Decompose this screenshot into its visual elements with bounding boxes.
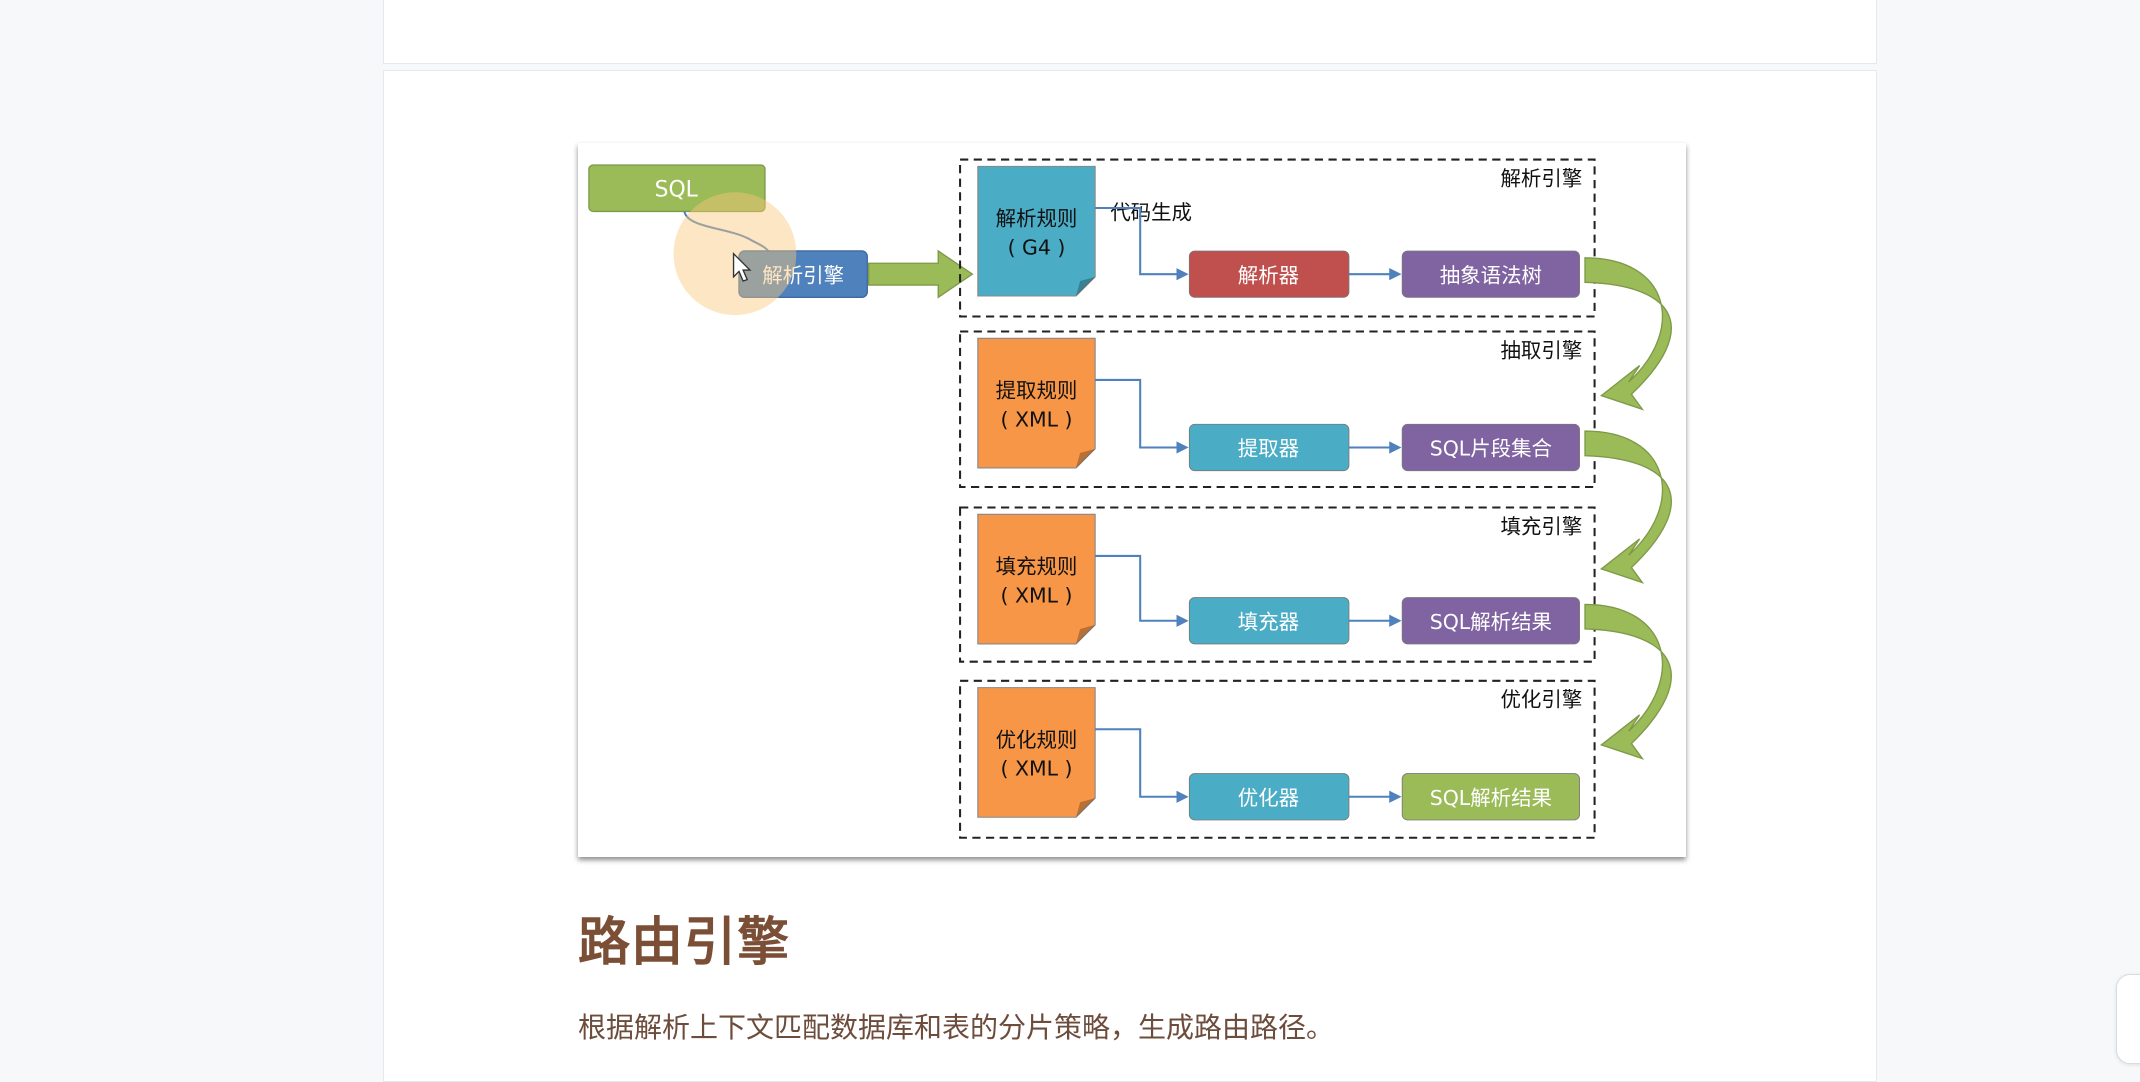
code-gen-label: 代码生成 bbox=[1110, 201, 1192, 225]
connector-arrow bbox=[1095, 378, 1189, 454]
rule-document-icon bbox=[977, 165, 1096, 297]
processor-label: 优化器 bbox=[1238, 786, 1299, 810]
sql-node: SQL bbox=[588, 164, 766, 213]
output-node bbox=[1401, 773, 1580, 821]
previous-card bbox=[383, 0, 1877, 64]
rule-label: 填充规则 bbox=[996, 555, 1078, 579]
engine-boundary bbox=[959, 679, 1596, 839]
processor-label: 提取器 bbox=[1238, 437, 1299, 461]
rule-label: 提取规则 bbox=[996, 379, 1078, 403]
engine-boundary bbox=[959, 506, 1596, 663]
output-node bbox=[1401, 597, 1580, 645]
parse-engine-entry-label: 解析引擎 bbox=[762, 263, 844, 287]
rule-format-label: ( XML ) bbox=[1000, 583, 1072, 607]
page-fold bbox=[1076, 624, 1096, 644]
section-paragraph: 根据解析上下文匹配数据库和表的分片策略，生成路由路径。 bbox=[578, 1011, 1335, 1044]
engine-boundary bbox=[959, 330, 1596, 489]
flow-arrow-icon bbox=[867, 249, 974, 299]
sql-parse-engine-diagram: SQL 解析引擎 代码生成 解析引擎解析规则( G4 )解析器抽象语法树抽取引擎… bbox=[578, 143, 1686, 857]
click-highlight bbox=[673, 192, 797, 316]
output-label: 抽象语法树 bbox=[1440, 263, 1542, 287]
engine-label: 填充引擎 bbox=[1500, 514, 1582, 538]
rule-label: 优化规则 bbox=[996, 728, 1078, 752]
output-label: SQL解析结果 bbox=[1430, 786, 1552, 810]
rule-format-label: ( XML ) bbox=[1000, 757, 1072, 781]
curved-flow-arrow-icon bbox=[1584, 257, 1672, 411]
rule-document-icon bbox=[977, 513, 1096, 645]
connector-arrow bbox=[1095, 206, 1189, 281]
page-fold bbox=[1076, 448, 1096, 468]
rule-format-label: ( XML ) bbox=[1000, 407, 1072, 431]
connector-arrow bbox=[1095, 728, 1189, 803]
engine-label: 抽取引擎 bbox=[1500, 338, 1582, 362]
floating-side-button[interactable] bbox=[2116, 974, 2140, 1064]
output-node bbox=[1401, 250, 1580, 298]
section-heading: 路由引擎 bbox=[578, 913, 791, 973]
connector-arrow bbox=[1095, 554, 1189, 627]
engine-label: 优化引擎 bbox=[1500, 688, 1582, 712]
curved-flow-arrow-icon bbox=[1584, 603, 1672, 760]
output-node bbox=[1401, 423, 1580, 472]
rule-document-icon bbox=[977, 337, 1096, 469]
output-label: SQL片段集合 bbox=[1430, 437, 1552, 461]
curved-flow-arrow-icon bbox=[1584, 430, 1672, 584]
engine-label: 解析引擎 bbox=[1500, 166, 1582, 190]
sql-connector bbox=[683, 211, 770, 253]
rule-format-label: ( G4 ) bbox=[1008, 235, 1066, 259]
sql-label: SQL bbox=[655, 177, 699, 202]
processor-label: 填充器 bbox=[1238, 610, 1299, 634]
parse-engine-entry-node: 解析引擎 bbox=[738, 250, 868, 299]
engine-boundary bbox=[959, 158, 1596, 318]
rule-label: 解析规则 bbox=[996, 207, 1078, 231]
page-fold bbox=[1076, 276, 1096, 297]
output-label: SQL解析结果 bbox=[1430, 610, 1552, 634]
rule-document-icon bbox=[977, 687, 1096, 818]
processor-label: 解析器 bbox=[1238, 263, 1299, 287]
page-fold bbox=[1076, 798, 1096, 818]
mouse-cursor-icon bbox=[732, 252, 752, 282]
